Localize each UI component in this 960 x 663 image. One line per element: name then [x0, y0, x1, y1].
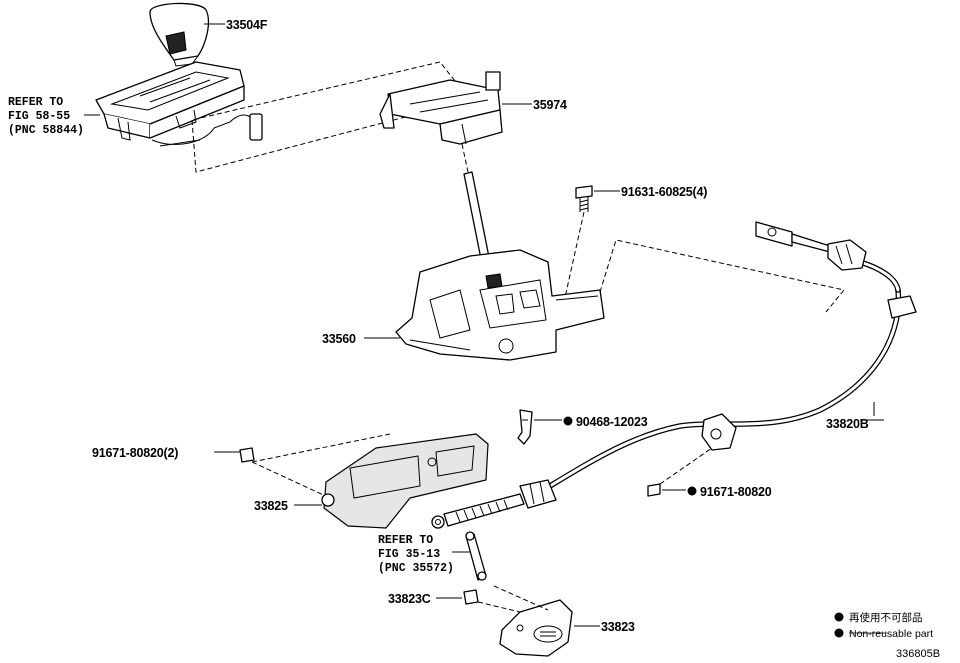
nut-left-drawing [239, 447, 255, 463]
nut-right-dashlink [659, 447, 713, 485]
legend-en: Non-reusable part [849, 628, 933, 640]
legend-jp: 再使用不可部品 [849, 611, 923, 624]
link-drawing [465, 531, 487, 581]
part-label-clip: 90468-12023 [576, 415, 648, 429]
cable-rod-drawing [431, 493, 525, 529]
shift-knob-drawing [149, 2, 210, 67]
part-label-nut-left: 91671-80820(2) [92, 446, 178, 460]
cable-cover-drawing [321, 433, 489, 529]
legend-dot-jp [834, 612, 844, 622]
retainer-drawing [379, 71, 503, 145]
part-label-shift-lever: 33560 [322, 332, 356, 346]
shift-lever-drawing [395, 171, 605, 361]
clip-drawing [517, 409, 533, 445]
refer-2-line-3: (PNC 35572) [378, 562, 454, 575]
retainer-lever-dashlink [461, 143, 469, 173]
nut-left-dashlink [251, 433, 391, 499]
part-label-nut-right: 91671-80820 [700, 485, 772, 499]
nut-right-drawing [647, 483, 661, 497]
refer-2-line-2: FIG 35-13 [378, 548, 440, 561]
bracket-dashlink [493, 585, 549, 611]
legend-dot-en [834, 628, 844, 638]
shift-console-drawing [95, 61, 263, 147]
figure-id: 336805B [896, 648, 940, 660]
refer-1-line-3: (PNC 58844) [8, 124, 84, 137]
shift-cable-drawing [519, 221, 917, 509]
non-reusable-mark-nut-right [687, 486, 697, 496]
bolt-drawing [575, 185, 593, 212]
part-label-cover: 33825 [254, 499, 288, 513]
part-label-knob: 33504F [226, 18, 268, 32]
part-label-cable: 33820B [826, 417, 869, 431]
lever-cable-dashlink [599, 239, 845, 313]
part-label-nut-bottom: 33823C [388, 592, 431, 606]
console-retainer-dashlink [191, 61, 471, 173]
refer-2-line-1: REFER TO [378, 534, 433, 547]
nut-bottom-dashlink [477, 601, 521, 613]
nut-bottom-drawing [463, 589, 479, 605]
part-label-bolt: 91631-60825(4) [621, 185, 707, 199]
part-label-retainer: 35974 [533, 98, 567, 112]
bracket-drawing [499, 599, 573, 657]
refer-1-line-2: FIG 58-55 [8, 110, 70, 123]
part-label-bracket: 33823 [601, 620, 635, 634]
non-reusable-mark-clip [563, 416, 573, 426]
refer-1-line-1: REFER TO [8, 96, 63, 109]
